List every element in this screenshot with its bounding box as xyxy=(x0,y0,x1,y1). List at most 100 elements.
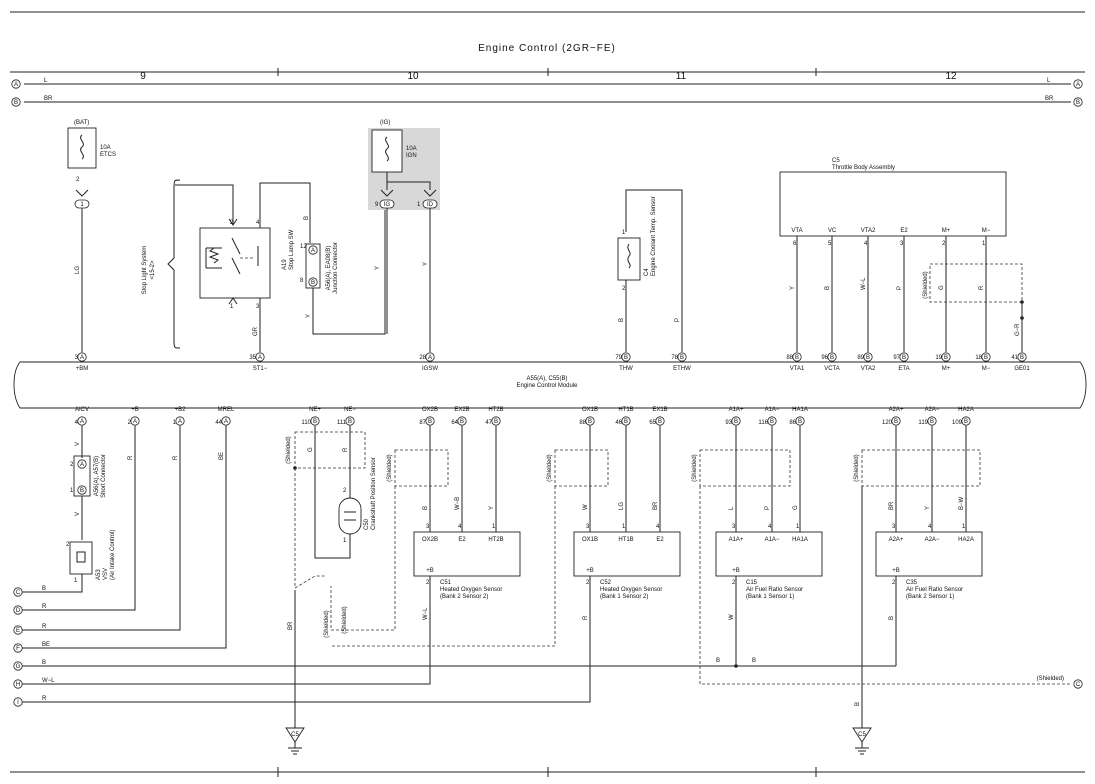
component-name: Engine Control Module xyxy=(516,383,578,389)
connector-pin-letter: B xyxy=(680,355,684,361)
coolant-sensor xyxy=(617,237,641,281)
terminal-label: VTA2 xyxy=(861,228,876,234)
wire-color: G xyxy=(939,285,945,290)
shield-label: (Shielded) xyxy=(923,271,929,298)
shield-label: (Shielded) xyxy=(547,454,553,481)
wire-color: B xyxy=(716,658,720,664)
connector-pin-letter: B xyxy=(830,355,834,361)
connector-pin-letter: B xyxy=(658,419,662,425)
pin-number: 2 xyxy=(426,580,430,586)
pin-number: 64 xyxy=(451,420,458,426)
connector-pin-letter: A xyxy=(80,355,84,361)
wire-color: B xyxy=(752,658,756,664)
arrow-icon xyxy=(228,297,238,305)
wire-color: W−L xyxy=(423,607,429,620)
connector-pin-letter: B xyxy=(798,419,802,425)
connector-pin-letter: B xyxy=(80,488,84,494)
wire-color: LG xyxy=(619,502,625,510)
engine-control-module xyxy=(13,361,1087,409)
pin-number: 9 xyxy=(375,202,379,208)
splice-dot xyxy=(1020,300,1024,304)
connector-pin-letter: B xyxy=(428,419,432,425)
splice-dot xyxy=(1020,316,1024,320)
terminal-label: OX1B xyxy=(582,537,598,543)
rail-terminal xyxy=(1073,79,1083,89)
wire-color: LG xyxy=(75,266,81,274)
terminal-label: M− xyxy=(982,228,991,234)
component-name: Heated Oxygen Sensor xyxy=(440,587,502,593)
ecm-terminal: VTA2 xyxy=(861,366,876,372)
connector-pin-letter: A xyxy=(428,355,432,361)
wire-color: B xyxy=(855,702,861,706)
terminal-label: A1A− xyxy=(765,537,780,543)
connector-pin xyxy=(308,245,318,255)
wire-color: Y xyxy=(925,506,931,510)
component-name: Air Fuel Ratio Sensor xyxy=(746,587,803,593)
wire-color: R xyxy=(42,696,47,702)
wire-color: L xyxy=(44,78,48,84)
fuse-element-icon xyxy=(80,134,84,160)
component-name: Engine Coolant Temp. Sensor xyxy=(651,196,657,276)
ecm-pin xyxy=(221,416,231,426)
wire-color: B xyxy=(42,660,46,666)
pin-number: 3 xyxy=(75,355,79,361)
ground-connector xyxy=(285,727,305,743)
wire-color: W xyxy=(583,504,589,510)
connector-pin-letter: A xyxy=(14,82,18,88)
connector-pin-letter: A xyxy=(311,248,315,254)
terminal-label: +B xyxy=(732,568,740,574)
ecm-terminal: ETHW xyxy=(673,366,691,372)
wire-color: GR xyxy=(253,326,259,336)
connector-pin-letter: I xyxy=(17,700,19,706)
pin-number: 110 xyxy=(301,420,311,426)
component-id: C5 xyxy=(832,158,840,164)
terminal-label: E2 xyxy=(656,537,664,543)
ecm-terminal: NE+ xyxy=(309,407,321,413)
pin-number: 1 xyxy=(982,241,986,247)
terminal-label: E2 xyxy=(900,228,908,234)
pin-number: 4 xyxy=(768,524,772,530)
shield-crank xyxy=(294,431,366,469)
ecm-pin xyxy=(941,352,951,362)
component-name: Short Connector xyxy=(101,454,107,498)
wire-crank xyxy=(314,426,351,559)
connector-pin-letter: B xyxy=(1020,355,1024,361)
wire-stop-b xyxy=(259,182,311,243)
connector-pin-letter: B xyxy=(795,355,799,361)
ground-icon xyxy=(288,742,302,755)
connector-pin-letter: C xyxy=(16,590,21,596)
brace xyxy=(167,179,181,349)
connector-pin-letter: G xyxy=(16,664,21,670)
component-bank: (Bank 1 Sensor 2) xyxy=(600,594,648,600)
ecm-pin xyxy=(175,416,185,426)
wire-color: Y xyxy=(790,286,796,290)
wire-d xyxy=(22,426,136,611)
pin-number: 119 xyxy=(918,420,928,426)
system-name: Stop Light System xyxy=(142,246,148,295)
connector-pin-letter: A xyxy=(80,462,84,468)
pin-number: 1 xyxy=(343,538,347,544)
pin-number: 97 xyxy=(893,355,900,361)
pin-number: 1 xyxy=(796,524,800,530)
component-bank: (Bank 2 Sensor 1) xyxy=(906,594,954,600)
shield-label: (Shielded) xyxy=(692,454,698,481)
ecm-pin xyxy=(77,352,87,362)
ecm-terminal: ETA xyxy=(898,366,909,372)
ecm-terminal: GE01 xyxy=(1014,366,1030,372)
wire-color: BR xyxy=(653,501,659,510)
component-id: A19 xyxy=(282,259,288,270)
fuse-ign xyxy=(371,129,403,173)
wire-color: R xyxy=(128,455,134,460)
connector-pin-letter: H xyxy=(16,682,20,688)
ecm-pin xyxy=(255,352,265,362)
pin-number: 1 xyxy=(70,488,74,494)
vsv-component xyxy=(69,541,93,575)
component-id: A53 xyxy=(96,569,102,580)
coil-icon xyxy=(76,551,86,563)
pin-number: 78 xyxy=(671,355,678,361)
rail-terminal xyxy=(11,79,21,89)
ecm-terminal: AICV xyxy=(75,407,89,413)
pin-number: 2 xyxy=(66,542,70,548)
wire-color: B−W xyxy=(959,496,965,510)
connector-pin-letter: F xyxy=(16,646,20,652)
